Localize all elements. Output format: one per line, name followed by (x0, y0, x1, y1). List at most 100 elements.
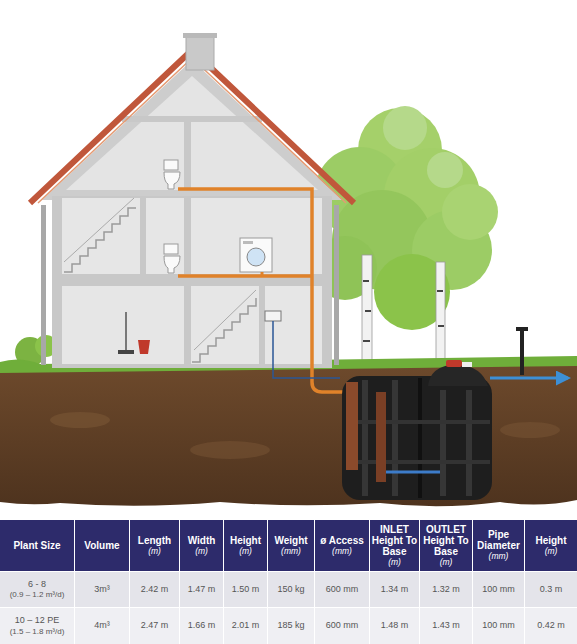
treatment-tank (440, 390, 446, 496)
table-cell-text: 2.47 m (141, 620, 169, 631)
treatment-tank (418, 378, 422, 498)
house (191, 286, 259, 364)
treatment-tank (462, 362, 472, 367)
house (64, 208, 136, 272)
table-cell-text: 600 mm (326, 584, 359, 595)
table-cell-text: 1.48 m (381, 620, 409, 631)
house (62, 198, 140, 274)
table-cell: 1.50 m (224, 572, 267, 607)
house (62, 286, 184, 364)
treatment-tank (346, 420, 490, 424)
table-cell: 2.42 m (130, 572, 179, 607)
table-cell: 2.47 m (130, 608, 179, 644)
table-cell-text: 3m³ (94, 584, 110, 595)
table-cell: 1.48 m (370, 608, 419, 644)
toilet (164, 172, 180, 189)
trees (362, 255, 372, 365)
toilet (164, 244, 180, 273)
washing-machine (243, 241, 253, 244)
house (186, 36, 214, 70)
treatment-tank (520, 330, 524, 375)
trees (363, 340, 370, 342)
toilet (164, 160, 178, 170)
table-cell: ø Access(mm) (315, 520, 369, 571)
table-cell-text: 150 kg (277, 584, 304, 595)
table-header-text: Pipe Diameter (474, 529, 523, 551)
table-header-text: (m) (388, 557, 401, 567)
table-cell: 1.47 m (180, 572, 223, 607)
table-cell: 1.66 m (180, 608, 223, 644)
table-header-text: (m) (195, 546, 208, 556)
house (30, 33, 354, 368)
table-cell: 600 mm (315, 608, 369, 644)
treatment-tank (362, 380, 368, 496)
house (184, 116, 191, 190)
table-cell: Length(m) (130, 520, 179, 571)
table-cell: INLET Height To Base(m) (370, 520, 419, 571)
table-cell-text: 0.3 m (540, 584, 563, 595)
table-header-text: (mm) (489, 551, 509, 561)
table-cell-text: 1.50 m (232, 584, 260, 595)
control-panel (265, 311, 281, 321)
table-cell: 1.32 m (420, 572, 472, 607)
table-cell-text: 185 kg (277, 620, 304, 631)
pipework (178, 189, 346, 392)
trees (365, 310, 371, 312)
treatment-tank (466, 390, 472, 496)
house (122, 116, 262, 122)
table-cell: 4m³ (75, 608, 129, 644)
table-cell: 600 mm (315, 572, 369, 607)
table-cell-text: 1.43 m (432, 620, 460, 631)
table-cell: 1.34 m (370, 572, 419, 607)
illustration (0, 0, 577, 510)
table-cell: 1.43 m (420, 608, 472, 644)
table-cell: Height(m) (224, 520, 267, 571)
table-cell: 185 kg (268, 608, 314, 644)
table-cell: 6 - 8(0.9 – 1.2 m³/d) (0, 572, 74, 607)
pipework (261, 272, 264, 276)
table-header-text: Weight (274, 535, 307, 546)
ground (50, 412, 110, 428)
table-header-text: (m) (545, 546, 558, 556)
treatment-tank (376, 392, 386, 482)
toilet (164, 160, 180, 189)
mop-and-bucket (125, 312, 127, 350)
table-cell: 150 kg (268, 572, 314, 607)
table-cell-text: 1.66 m (188, 620, 216, 631)
treatment-tank (342, 376, 492, 500)
table-cell-text: (1.5 – 1.8 m³/d) (10, 627, 65, 637)
table-cell-text: 100 mm (482, 620, 515, 631)
table-cell-text: 0.42 m (537, 620, 565, 631)
table-header-text: INLET Height To Base (371, 524, 418, 557)
treatment-tank (346, 382, 358, 470)
table-cell: 0.3 m (525, 572, 577, 607)
table-header-text: (m) (440, 557, 453, 567)
mop-and-bucket (118, 350, 134, 354)
treatment-tank (392, 380, 398, 496)
washing-machine (247, 248, 265, 266)
table-cell-text: 1.47 m (188, 584, 216, 595)
table-header-text: (m) (148, 546, 161, 556)
trees (427, 152, 463, 188)
table-cell: Plant Size (0, 520, 74, 571)
table-header-text: (mm) (281, 546, 301, 556)
ground (190, 441, 270, 459)
trees (383, 106, 427, 150)
table-cell: Width(m) (180, 520, 223, 571)
treatment-tank (490, 377, 568, 380)
table-cell-text: 10 – 12 PE (15, 615, 60, 626)
trees (437, 290, 443, 292)
treatment-tank (386, 471, 440, 474)
house (64, 198, 134, 262)
house (192, 298, 256, 362)
ground (0, 362, 577, 506)
table-header-text: Height (535, 535, 566, 546)
pipework (178, 274, 312, 278)
treatment-tank (342, 327, 568, 500)
table-cell-text: 6 - 8 (28, 579, 46, 590)
trees (442, 184, 498, 240)
table-cell: 100 mm (473, 572, 524, 607)
house (183, 33, 217, 38)
table-cell: 0.42 m (525, 608, 577, 644)
